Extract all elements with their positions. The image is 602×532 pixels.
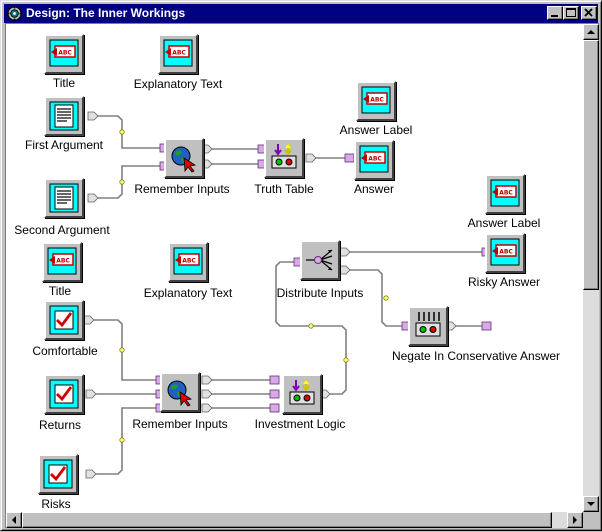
maximize-icon — [566, 8, 576, 17]
gear-icon[interactable] — [7, 6, 22, 21]
text-display-icon[interactable]: ABC — [168, 242, 208, 282]
node-label: Risky Answer — [467, 275, 541, 289]
node-label: First Argument — [24, 138, 104, 152]
scroll-left-button[interactable] — [6, 512, 22, 528]
design-area: ABC Title ABC Explanatory Text First Arg… — [5, 23, 599, 528]
node-label: Negate In Conservative Answer — [391, 349, 561, 363]
node-label: Truth Table — [254, 182, 314, 196]
arrow-right-icon — [573, 516, 577, 524]
node-label: Explanatory Text — [143, 286, 233, 300]
minimize-icon — [551, 15, 558, 17]
document-icon[interactable] — [44, 178, 84, 218]
horizontal-scrollbar[interactable] — [6, 512, 583, 528]
text-display-icon[interactable]: ABC — [158, 34, 198, 74]
logic-table-icon[interactable] — [282, 374, 322, 414]
globe-cursor-icon[interactable] — [160, 372, 200, 412]
node-label: Remember Inputs — [132, 417, 228, 431]
svg-text:ABC: ABC — [58, 50, 72, 57]
window-title: Design: The Inner Workings — [26, 6, 186, 20]
node-label: Returns — [38, 418, 82, 432]
checkbox-icon[interactable] — [44, 374, 84, 414]
globe-cursor-icon[interactable] — [164, 138, 204, 178]
svg-text:ABC: ABC — [499, 190, 513, 197]
title-bar[interactable]: Design: The Inner Workings — [4, 4, 598, 23]
checkbox-icon[interactable] — [44, 300, 84, 340]
svg-text:ABC: ABC — [56, 258, 70, 265]
text-display-icon[interactable]: ABC — [42, 242, 82, 282]
design-canvas[interactable]: ABC Title ABC Explanatory Text First Arg… — [6, 24, 582, 512]
scroll-up-button[interactable] — [583, 24, 599, 40]
logic-table-icon[interactable] — [408, 306, 448, 346]
node-label: Answer Label — [339, 123, 413, 137]
close-icon — [584, 8, 593, 17]
node-label: Answer — [353, 182, 394, 196]
text-display-icon[interactable]: ABC — [485, 174, 525, 214]
text-display-icon[interactable]: ABC — [44, 34, 84, 74]
svg-text:ABC: ABC — [370, 97, 384, 104]
svg-text:ABC: ABC — [182, 258, 196, 265]
node-label: Title — [48, 284, 72, 298]
scroll-down-button[interactable] — [583, 496, 599, 512]
text-display-icon[interactable]: ABC — [354, 140, 394, 180]
scroll-right-button[interactable] — [567, 512, 583, 528]
text-display-icon[interactable]: ABC — [485, 233, 525, 273]
svg-text:ABC: ABC — [368, 156, 382, 163]
maximize-button[interactable] — [563, 6, 579, 20]
horizontal-scroll-thumb[interactable] — [22, 512, 552, 528]
arrow-left-icon — [12, 516, 16, 524]
logic-table-icon[interactable] — [264, 138, 304, 178]
document-icon[interactable] — [44, 96, 84, 136]
node-label: Second Argument — [14, 223, 110, 237]
minimize-button[interactable] — [547, 6, 563, 20]
vertical-scroll-thumb[interactable] — [583, 40, 599, 290]
svg-text:ABC: ABC — [172, 50, 186, 57]
node-label: Distribute Inputs — [276, 286, 364, 300]
text-display-icon[interactable]: ABC — [356, 81, 396, 121]
node-label: Risks — [41, 497, 71, 511]
svg-text:ABC: ABC — [499, 249, 513, 256]
arrow-down-icon — [587, 502, 595, 506]
node-label: Comfortable — [32, 344, 98, 358]
node-label: Answer Label — [467, 216, 541, 230]
size-grip[interactable] — [583, 512, 599, 528]
node-label: Explanatory Text — [133, 77, 223, 91]
checkbox-icon[interactable] — [38, 454, 78, 494]
close-button[interactable] — [581, 6, 597, 20]
distribute-icon[interactable] — [300, 240, 340, 280]
vertical-scrollbar[interactable] — [583, 24, 599, 512]
node-label: Investment Logic — [254, 417, 346, 431]
node-label: Title — [52, 76, 76, 90]
node-label: Remember Inputs — [134, 182, 230, 196]
arrow-up-icon — [587, 30, 595, 34]
